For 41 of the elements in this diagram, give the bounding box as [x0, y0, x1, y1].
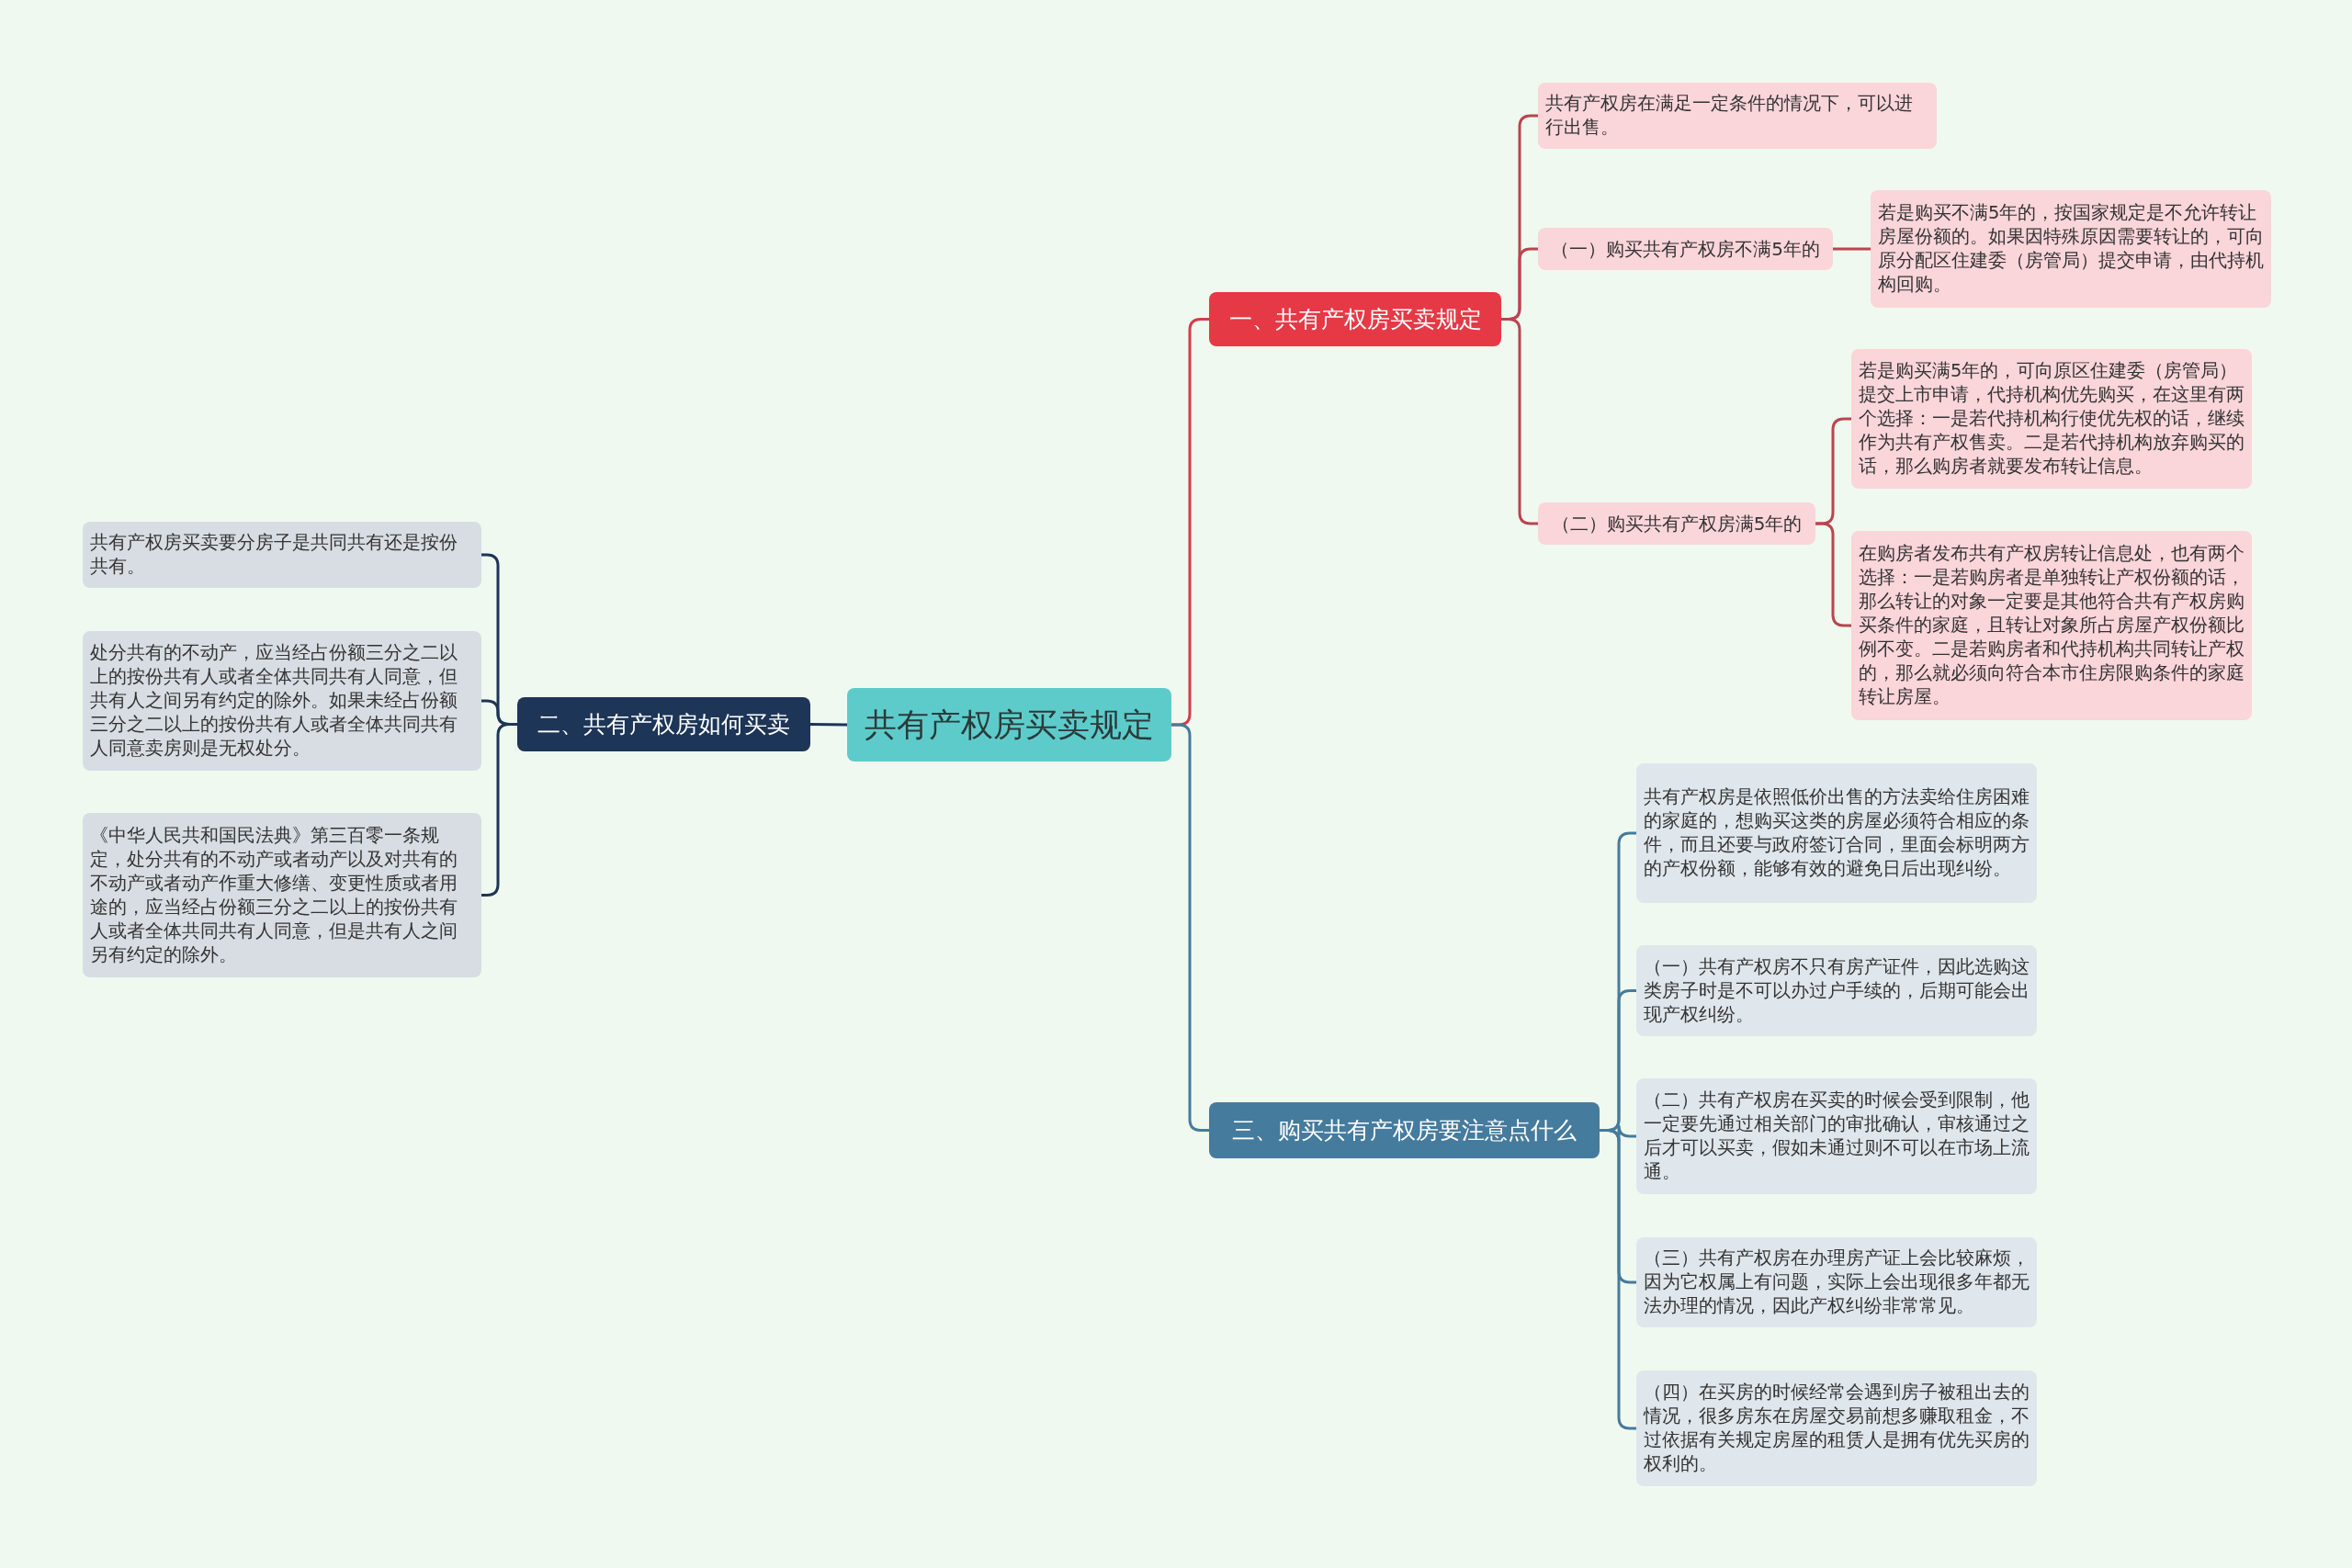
- note-text: （四）在买房的时候经常会遇到房子被租出去的情况，很多房东在房屋交易前想多赚取租金，不过依据有关规定房屋的租赁人是拥有优先买房的权利的。: [1644, 1381, 2030, 1476]
- note-box: [1871, 190, 2271, 308]
- note-box: [1636, 763, 2037, 903]
- note-text: 共有产权房是依照低价出售的方法卖给住房困难的家庭的，想购买这类的房屋必须符合相应的条件，而且还要与政府签订合同，里面会标明两方的产权份额，能够有效的避免日后出现纠纷。: [1644, 785, 2030, 881]
- note-text: 《中华人民共和国民法典》第三百零一条规定，处分共有的不动产或者动产以及对共有的不动产或者动产作重大修缮、变更性质或者用途的，应当经占份额三分之二以上的按份共有人或者全体共同共有人同意，但是共有人之间另有约定的除外。: [90, 823, 458, 967]
- note-box: [83, 631, 481, 771]
- subtopic-box: [1538, 228, 1833, 270]
- note-box: [1538, 83, 1937, 149]
- note-box: [83, 813, 481, 977]
- note-box: [1636, 1237, 2037, 1327]
- note-text: （三）共有产权房在办理房产证上会比较麻烦，因为它权属上有问题，实际上会出现很多年都无法办理的情况，因此产权纠纷非常常见。: [1644, 1247, 2030, 1318]
- branch-topic-text: 二、共有产权房如何买卖: [537, 710, 790, 739]
- connector-line: [1171, 723, 1209, 1132]
- central-topic-box: [847, 688, 1171, 761]
- subtopic-box: [1538, 502, 1815, 545]
- subtopic-text: （二）购买共有产权房满5年的: [1551, 512, 1803, 536]
- connector-line: [1815, 522, 1851, 627]
- connector-line: [1501, 318, 1538, 525]
- note-box: [1636, 1078, 2037, 1194]
- note-box: [83, 522, 481, 588]
- branch-topic-text: 一、共有产权房买卖规定: [1228, 305, 1482, 334]
- note-text: 共有产权房在满足一定条件的情况下，可以进行出售。: [1545, 92, 1914, 140]
- note-text: 处分共有的不动产，应当经占份额三分之二以上的按份共有人或者全体共同共有人同意，但共有人之间另有约定的除外。如果未经占份额三分之二以上的按份共有人或者全体共同共有人同意卖房则是无权处分。: [90, 641, 458, 761]
- note-box: [1851, 349, 2252, 489]
- note-text: 在购房者发布共有产权房转让信息处，也有两个选择：一是若购房者是单独转让产权份额的话，那么转让的对象一定要是其他符合共有产权房购买条件的家庭，且转让对象所占房屋产权份额比例不变。二是若购房者和代持机构共同转让产权的，那么就必须向符合本市住房限购条件的家庭转让房屋。: [1859, 542, 2245, 709]
- subtopic-text: （一）购买共有产权房不满5年的: [1551, 237, 1820, 261]
- note-text: （二）共有产权房在买卖的时候会受到限制，他一定要先通过相关部门的审批确认，审核通过之后才可以买卖，假如未通过则不可以在市场上流通。: [1644, 1089, 2030, 1184]
- note-text: 共有产权房买卖要分房子是共同共有还是按份共有。: [90, 531, 458, 579]
- note-box: [1636, 1371, 2037, 1486]
- note-text: 若是购买满5年的，可向原区住建委（房管局）提交上市申请，代持机构优先购买，在这里有两个选择：一是若代持机构行使优先权的话，继续作为共有产权售卖。二是若代持机构放弃购买的话，那么购房者就要发布转让信息。: [1859, 359, 2245, 479]
- central-topic-text: 共有产权房买卖规定: [865, 705, 1154, 745]
- branch-topic-box: [1209, 1102, 1600, 1158]
- note-text: 若是购买不满5年的，按国家规定是不允许转让房屋份额的。如果因特殊原因需要转让的，可向原分配区住建委（房管局）提交申请，由代持机构回购。: [1878, 201, 2264, 297]
- connector-line: [809, 723, 848, 727]
- note-box: [1636, 945, 2037, 1036]
- branch-topic-box: [517, 697, 810, 751]
- branch-topic-box: [1209, 292, 1501, 346]
- connector-line: [1600, 1129, 1636, 1430]
- connector-line: [1833, 247, 1871, 251]
- branch-topic-text: 三、购买共有产权房要注意点什么: [1232, 1116, 1577, 1145]
- note-text: （一）共有产权房不只有房产证件，因此选购这类房子时是不可以办过户手续的，后期可能会出现产权纠纷。: [1644, 954, 2030, 1027]
